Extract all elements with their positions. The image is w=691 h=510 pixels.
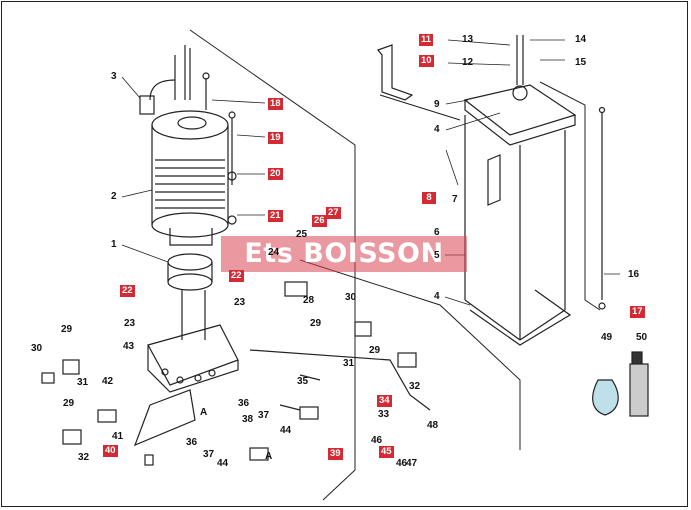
- perspective-lines: [189, 29, 601, 501]
- part-callout-c33: 33: [378, 409, 390, 420]
- hardware-stack: [202, 72, 237, 225]
- watermark-banner: Ets BOISSON: [221, 236, 467, 272]
- part-callout-c41: 41: [112, 431, 124, 442]
- part-callout-c32a: 32: [78, 452, 90, 463]
- part-tag-t40: 40: [103, 445, 118, 457]
- part-callout-c16: 16: [628, 269, 640, 280]
- part-callout-c46b: 46: [396, 458, 408, 469]
- bracket: [377, 44, 414, 101]
- part-tag-t11: 11: [419, 34, 434, 46]
- part-tag-t39: 39: [328, 448, 343, 460]
- part-callout-c50: 50: [636, 332, 648, 343]
- part-callout-c30a: 30: [31, 343, 43, 354]
- part-callout-c49: 49: [601, 332, 613, 343]
- part-callout-c5: 5: [434, 250, 440, 261]
- part-callout-c47: 47: [406, 458, 418, 469]
- part-tag-t8: 8: [422, 192, 436, 204]
- part-callout-c4b: 4: [434, 291, 440, 302]
- part-callout-c42: 42: [102, 376, 114, 387]
- part-callout-c38: 38: [242, 414, 254, 425]
- part-tag-t21: 21: [268, 210, 283, 222]
- part-callout-c32b: 32: [409, 381, 421, 392]
- part-tag-t10: 10: [419, 55, 434, 67]
- part-tag-t34: 34: [377, 395, 392, 407]
- part-tag-t20: 20: [268, 168, 283, 180]
- part-callout-c31b: 31: [343, 358, 355, 369]
- part-tag-t45: 45: [379, 446, 394, 458]
- part-callout-c36a: 36: [238, 398, 250, 409]
- part-callout-c29a: 29: [61, 324, 73, 335]
- part-callout-cA2: A: [265, 451, 273, 462]
- part-callout-c29d: 29: [369, 345, 381, 356]
- part-callout-c2: 2: [111, 191, 117, 202]
- part-tag-t22b: 22: [120, 285, 135, 297]
- tank: [463, 35, 577, 346]
- part-callout-c9: 9: [434, 99, 440, 110]
- part-callout-c12: 12: [462, 57, 474, 68]
- part-callout-c24: 24: [268, 247, 280, 258]
- part-callout-c23b: 23: [124, 318, 136, 329]
- rod: [598, 106, 606, 310]
- bottles: [592, 351, 649, 417]
- part-callout-c44a: 44: [280, 425, 292, 436]
- part-callout-c29b: 29: [63, 398, 75, 409]
- part-callout-c13: 13: [462, 34, 474, 45]
- part-tag-t19: 19: [268, 132, 283, 144]
- part-callout-c6: 6: [434, 227, 440, 238]
- part-callout-c30b: 30: [345, 292, 357, 303]
- part-callout-c35: 35: [297, 376, 309, 387]
- valve-body: [133, 253, 239, 447]
- part-tag-t22a: 22: [229, 270, 244, 282]
- part-callout-cA1: A: [200, 407, 208, 418]
- part-callout-c31a: 31: [77, 377, 89, 388]
- part-callout-c37b: 37: [203, 449, 215, 460]
- part-callout-c25: 25: [296, 229, 308, 240]
- part-callout-c7: 7: [452, 194, 458, 205]
- part-tag-t27: 27: [326, 207, 341, 219]
- part-callout-c3: 3: [111, 71, 117, 82]
- part-callout-c46a: 46: [371, 435, 383, 446]
- part-callout-c28: 28: [303, 295, 315, 306]
- fittings-left: [41, 281, 431, 466]
- part-callout-c43: 43: [123, 341, 135, 352]
- part-callout-c37a: 37: [258, 410, 270, 421]
- part-callout-c14: 14: [575, 34, 587, 45]
- part-callout-c23a: 23: [234, 297, 246, 308]
- part-callout-c36b: 36: [186, 437, 198, 448]
- part-callout-c4a: 4: [434, 124, 440, 135]
- coil-assembly: [139, 45, 229, 246]
- part-tag-t18: 18: [268, 98, 283, 110]
- part-callout-c44b: 44: [217, 458, 229, 469]
- part-callout-c48: 48: [427, 420, 439, 431]
- part-callout-c15: 15: [575, 57, 587, 68]
- part-tag-t17: 17: [630, 306, 645, 318]
- part-callout-c1: 1: [111, 239, 117, 250]
- part-callout-c29c: 29: [310, 318, 322, 329]
- part-tag-t26: 26: [312, 215, 327, 227]
